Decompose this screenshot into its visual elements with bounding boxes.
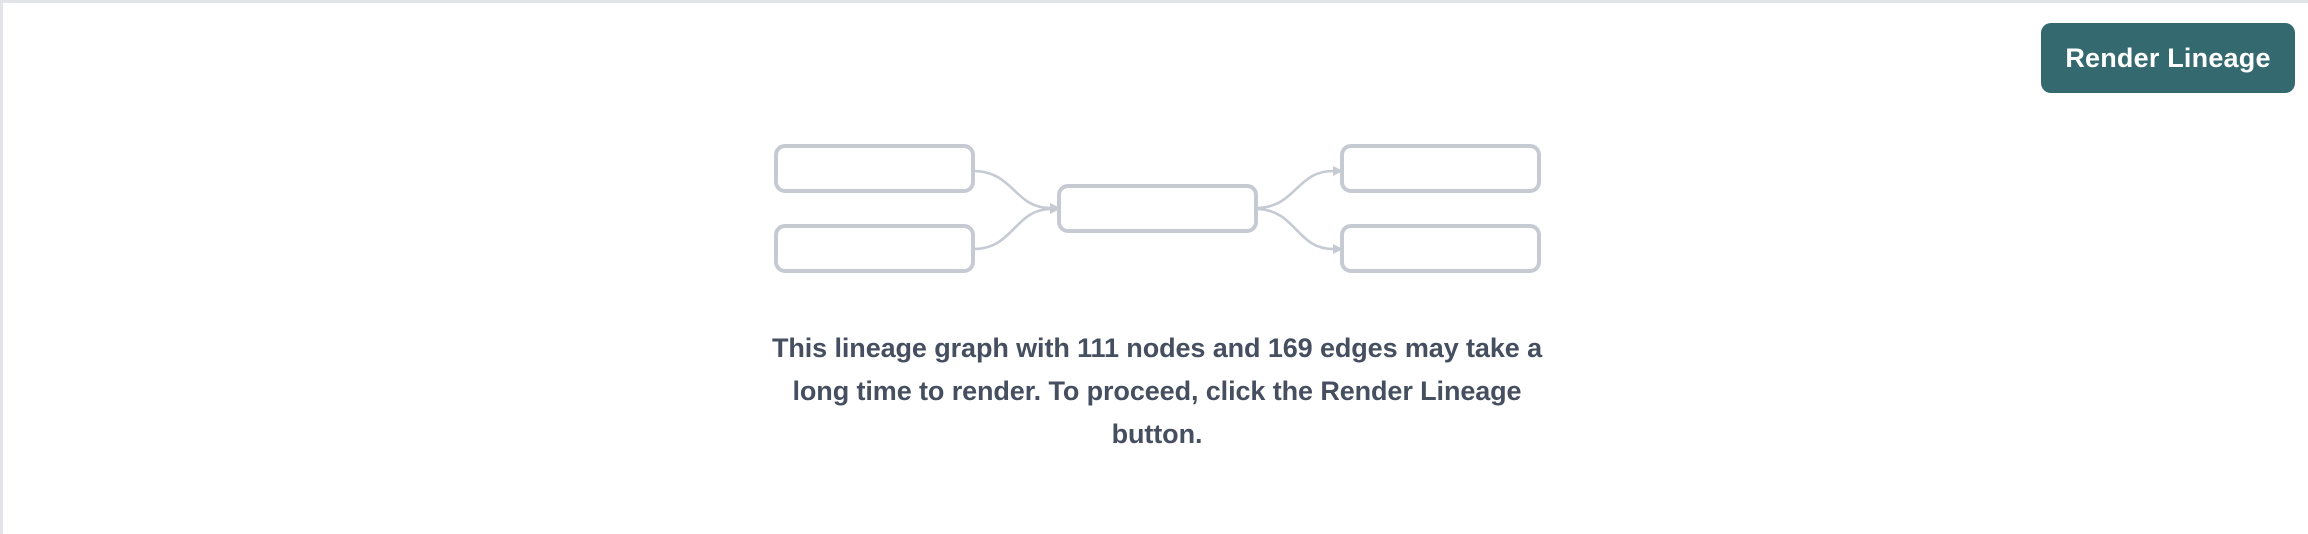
placeholder-node-upstream-2 [774, 224, 975, 273]
placeholder-edge-arrowhead [1333, 244, 1343, 254]
placeholder-node-center [1057, 184, 1258, 233]
placeholder-node-downstream-2 [1340, 224, 1541, 273]
render-lineage-button[interactable]: Render Lineage [2041, 23, 2295, 93]
lineage-toolbar: Render Lineage [3, 3, 2308, 113]
placeholder-edge-upstream-2 [972, 207, 1051, 251]
placeholder-edge-downstream-2 [1255, 207, 1334, 251]
lineage-warning-message: This lineage graph with 111 nodes and 16… [772, 333, 1543, 449]
placeholder-edge-arrowhead [1050, 204, 1060, 214]
placeholder-edge-upstream-1 [972, 169, 1051, 210]
placeholder-edge-arrowhead [1333, 166, 1343, 176]
placeholder-lineage-graph-icon [774, 144, 1541, 273]
placeholder-node-upstream-1 [774, 144, 975, 193]
placeholder-edge-downstream-1 [1255, 169, 1334, 210]
lineage-empty-state: This lineage graph with 111 nodes and 16… [3, 3, 2308, 534]
placeholder-node-downstream-1 [1340, 144, 1541, 193]
